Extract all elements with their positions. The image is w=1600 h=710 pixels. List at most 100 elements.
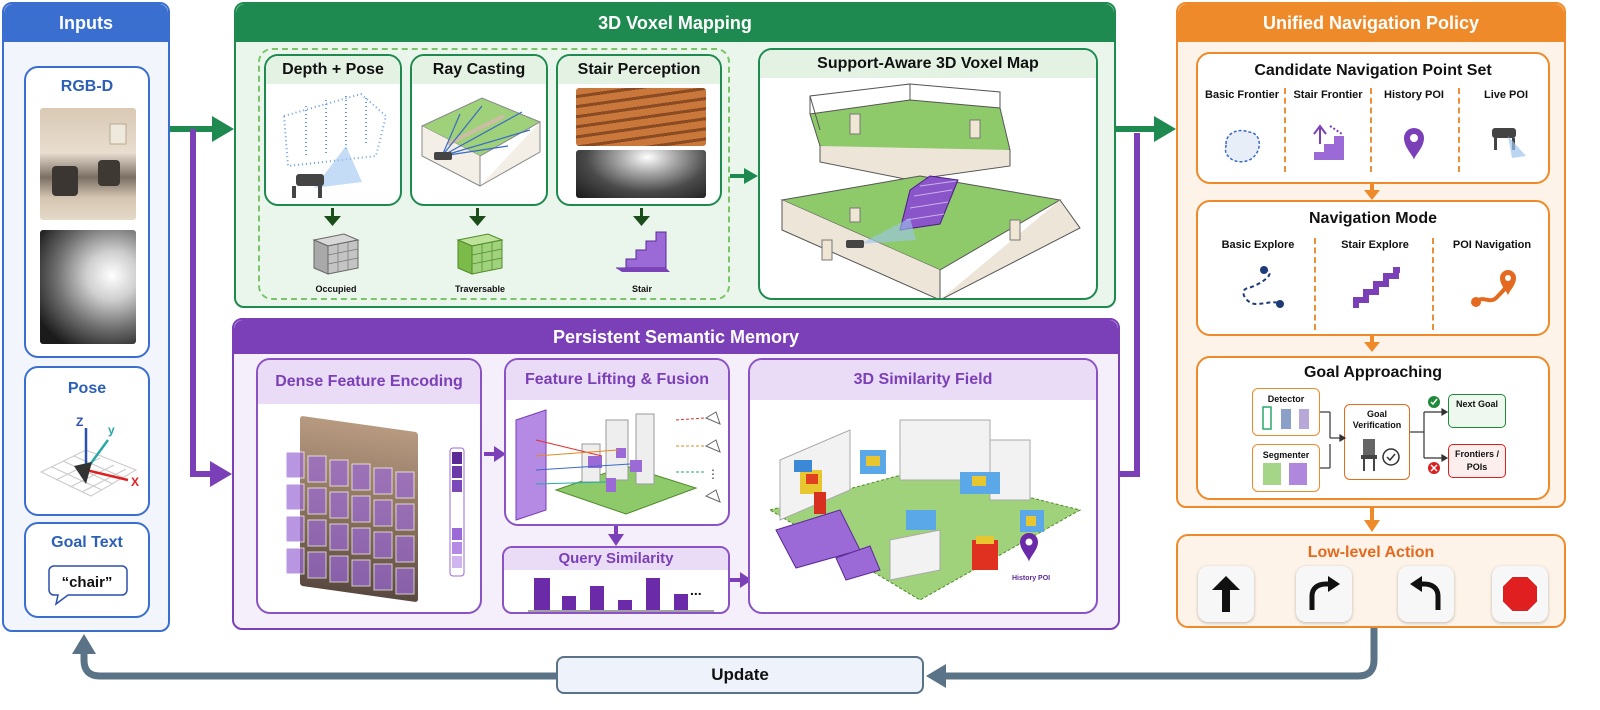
stair-perception-box: Stair Perception: [556, 54, 722, 206]
update-label: Update: [711, 665, 769, 684]
voxel-map-label: Support-Aware 3D Voxel Map: [760, 50, 1096, 78]
mode-basic-explore: Basic Explore: [1221, 239, 1295, 251]
query-ellipsis: ...: [690, 582, 702, 598]
axis-x-label: X: [131, 475, 139, 489]
next-goal-box: Next Goal: [1448, 394, 1506, 428]
stair-depth-image: [576, 150, 706, 198]
goal-flow-arrows: [1320, 396, 1449, 474]
segmenter-mask-icon: [1263, 463, 1307, 485]
arrow-to-lifting: [484, 446, 506, 462]
update-box: Update: [556, 656, 924, 694]
policy-title: Unified Navigation Policy: [1178, 4, 1564, 42]
frontiers-pois-label: Frontiers / POIs: [1454, 449, 1499, 472]
candidate-stair-frontier: Stair Frontier: [1293, 89, 1363, 101]
segmenter-box: Segmenter: [1252, 444, 1320, 492]
dense-feature-box: Dense Feature Encoding: [256, 358, 482, 614]
history-poi-caption: History POI: [1012, 575, 1050, 582]
candidate-divider-3: [1458, 88, 1460, 172]
pose-box: Pose Z y X: [24, 366, 150, 516]
stair-rgb-image: [576, 88, 706, 146]
axis-z-label: Z: [76, 415, 83, 429]
mapping-dashed-group: [258, 48, 730, 300]
poi-navigation-icon: [1471, 270, 1516, 307]
arrow-up-icon: [1212, 576, 1240, 612]
stair-frontier-icon: [1313, 124, 1344, 160]
candidate-basic-frontier: Basic Frontier: [1205, 89, 1279, 101]
lowlevel-action-panel: Low-level Action: [1176, 534, 1566, 628]
action-forward-button[interactable]: [1198, 566, 1254, 622]
stair-label: Stair: [631, 284, 652, 294]
depth-image: [40, 230, 136, 344]
ray-casting-box: Ray Casting: [410, 54, 548, 206]
feature-vector: [449, 447, 465, 577]
segmenter-label: Segmenter: [1262, 450, 1310, 460]
stair-cube-icon: [616, 231, 670, 272]
rgb-furniture: [52, 123, 127, 196]
semantic-memory-panel: Persistent Semantic Memory Dense Feature…: [232, 318, 1120, 630]
arrow-mode-to-goal: [1364, 336, 1380, 352]
raycast-image: [420, 97, 542, 187]
rgbd-label: RGB-D: [60, 78, 114, 95]
similarity-field-box: 3D Similarity Field History POI: [748, 358, 1098, 614]
history-poi-icon: [1404, 128, 1424, 160]
detector-box: Detector: [1252, 388, 1320, 436]
candidate-title: Candidate Navigation Point Set: [1254, 62, 1492, 79]
candidate-divider-1: [1284, 88, 1286, 172]
arrow-policy-to-action: [1364, 508, 1380, 532]
pose-label: Pose: [67, 380, 107, 397]
pose-axes-icon: Z y X: [39, 415, 139, 497]
lifting-image: ⋮: [515, 409, 721, 521]
basic-explore-icon: [1242, 266, 1284, 308]
action-stop-button[interactable]: [1492, 566, 1548, 622]
turn-left-icon: [1410, 576, 1441, 610]
goal-verification-label: Goal Verification: [1352, 409, 1402, 430]
mode-box: Navigation Mode Basic Explore Stair Expl…: [1196, 200, 1550, 336]
speech-bubble-icon: [48, 565, 128, 606]
similarity-field-image: History POI: [768, 419, 1082, 601]
policy-panel: Unified Navigation Policy Candidate Navi…: [1176, 2, 1566, 508]
goal-text-box: Goal Text “chair”: [24, 522, 150, 618]
live-poi-icon: [1492, 128, 1526, 158]
voxel-mapping-title: 3D Voxel Mapping: [236, 4, 1114, 42]
semantic-memory-title: Persistent Semantic Memory: [234, 320, 1118, 354]
traversable-cube-icon: [456, 233, 504, 275]
depth-pose-box: Depth + Pose: [264, 54, 402, 206]
inputs-title: Inputs: [4, 4, 168, 42]
candidate-box: Candidate Navigation Point Set Basic Fro…: [1196, 52, 1550, 184]
down-arrows: [324, 208, 650, 226]
goal-text-label: Goal Text: [51, 534, 123, 551]
stop-sign-icon: [1501, 575, 1539, 613]
axis-y-label: y: [108, 423, 115, 437]
lowlevel-action-title: Low-level Action: [1307, 544, 1435, 561]
dense-feature-label: Dense Feature Encoding: [258, 360, 480, 404]
lifting-box: Feature Lifting & Fusion ⋮: [504, 358, 730, 526]
mode-stair-explore: Stair Explore: [1341, 239, 1409, 251]
goal-text-value: “chair”: [61, 574, 113, 591]
action-turn-right-button[interactable]: [1296, 566, 1352, 622]
frontiers-pois-box: Frontiers / POIs: [1448, 444, 1506, 478]
basic-frontier-icon: [1224, 129, 1261, 163]
action-turn-left-button[interactable]: [1398, 566, 1454, 622]
goal-approaching-title: Goal Approaching: [1303, 364, 1443, 381]
ray-casting-label: Ray Casting: [412, 56, 546, 84]
arrow-to-voxel-map: [730, 168, 758, 184]
detector-label: Detector: [1267, 394, 1305, 404]
verification-chair-icon: [1361, 439, 1400, 471]
voxel-mapping-panel: 3D Voxel Mapping Depth + Pose Ray Castin…: [234, 2, 1116, 308]
pointcloud-image: [282, 92, 388, 198]
mode-title: Navigation Mode: [1308, 210, 1437, 227]
voxel-map-box: Support-Aware 3D Voxel Map: [758, 48, 1098, 300]
rgbd-box: RGB-D: [24, 66, 150, 358]
query-label: Query Similarity: [504, 548, 728, 570]
svg-text:⋮: ⋮: [707, 467, 719, 481]
stair-perception-label: Stair Perception: [558, 56, 720, 84]
occupied-label: Occupied: [315, 284, 357, 294]
mode-divider-2: [1432, 238, 1434, 330]
candidate-live-poi: Live POI: [1483, 89, 1529, 101]
goal-approaching-box: Goal Approaching Detector Segmenter Goal…: [1196, 356, 1550, 500]
traversable-label: Traversable: [454, 284, 506, 294]
stair-explore-icon: [1353, 267, 1400, 308]
query-bars: [528, 578, 714, 612]
candidate-history-poi: History POI: [1384, 89, 1444, 101]
